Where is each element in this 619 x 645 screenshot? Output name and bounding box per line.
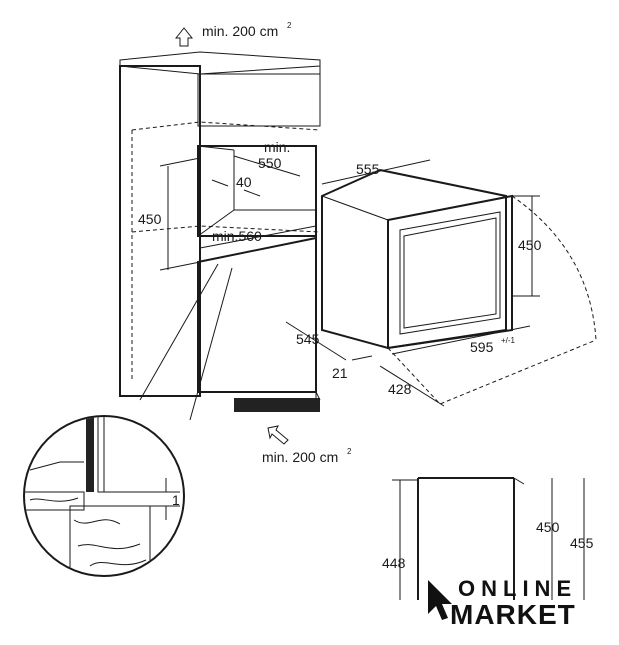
detail-panel-light — [97, 417, 105, 493]
niche-depth-val: 550 — [258, 155, 282, 171]
dim-560-line — [199, 225, 317, 249]
niche-opening — [197, 145, 317, 237]
dim-21-line — [351, 355, 373, 361]
oven-width-label: 595 — [470, 339, 494, 355]
detail-circle: 1 — [23, 263, 233, 577]
niche-depth-min: min. — [264, 139, 290, 155]
dim-555-line — [321, 159, 431, 185]
oven-side-depth-label: 545 — [296, 331, 320, 347]
logo-cursor-icon — [428, 580, 452, 620]
vent-bottom-arrow-icon — [267, 425, 289, 445]
profile-corner — [513, 477, 525, 485]
vent-up-arrow-icon — [174, 27, 194, 47]
logo: ONLINE MARKET — [428, 576, 577, 630]
detail-shelf-grain — [29, 497, 79, 502]
dim-550-line — [233, 155, 301, 177]
dim-40-right — [243, 189, 261, 197]
niche-height-label: 450 — [138, 211, 162, 227]
oven-window-outer — [399, 211, 501, 335]
upper-cupboard-front — [197, 73, 321, 127]
oven-top-edge — [321, 195, 389, 221]
niche-edge-2 — [197, 209, 235, 237]
cabinet-top-face — [119, 51, 321, 75]
logo-line2: MARKET — [450, 599, 576, 630]
cabinet-dash-mid — [131, 225, 321, 233]
oven-door-depth-label: 428 — [388, 381, 412, 397]
oven-dimensions: 555 450 545 21 595 +/-1 428 — [285, 159, 542, 407]
oven-depth-label: 555 — [356, 161, 380, 177]
oven-drawing — [321, 168, 597, 405]
side-h-450-label: 450 — [536, 519, 560, 535]
dim-40-left — [211, 179, 229, 187]
door-swing-arc — [511, 195, 597, 341]
detail-rail — [29, 461, 84, 471]
vent-top-label: min. 200 cm — [202, 23, 278, 39]
plinth-edge — [315, 391, 321, 401]
detail-leader-2 — [189, 267, 233, 421]
detail-circle-outline — [23, 415, 185, 577]
gap-40-label: 40 — [236, 174, 252, 190]
vent-bottom-sup: 2 — [347, 447, 352, 456]
oven-height-label: 450 — [518, 237, 542, 253]
vent-top-sup: 2 — [287, 21, 292, 30]
lower-cupboard-door — [197, 236, 317, 393]
detail-shelf — [25, 491, 85, 511]
dim-450-ext-top — [159, 157, 201, 167]
logo-line1: ONLINE — [458, 576, 577, 601]
niche-edge-1 — [197, 145, 235, 151]
plinth-vent — [234, 398, 320, 412]
dim-428-line — [379, 365, 445, 407]
cabinet-left-panel — [119, 65, 201, 397]
dim-450-ext-bot — [159, 261, 201, 271]
cabinet-dimensions: min. 200 cm 2 450 min. 550 40 min.560 mi… — [138, 21, 352, 465]
side-profile: 448 450 455 — [382, 477, 594, 600]
side-h-455-label: 455 — [570, 535, 594, 551]
oven-window-inner — [403, 217, 497, 329]
detail-board — [69, 505, 151, 575]
oven-front-offset-label: 21 — [332, 365, 348, 381]
vent-bottom-label: min. 200 cm — [262, 449, 338, 465]
cabinet-drawing — [119, 51, 321, 412]
side-h-448-label: 448 — [382, 555, 406, 571]
niche-width-label: min.560 — [212, 228, 262, 244]
cabinet-dash-top — [131, 121, 321, 131]
dim-545-line — [285, 321, 347, 361]
oven-width-tol: +/-1 — [501, 336, 516, 345]
detail-leader-1 — [139, 263, 219, 401]
detail-wood-grain — [73, 519, 147, 567]
dim-595-line — [391, 325, 531, 355]
detail-gap-label: 1 — [172, 492, 180, 508]
detail-panel-dark — [86, 417, 94, 492]
